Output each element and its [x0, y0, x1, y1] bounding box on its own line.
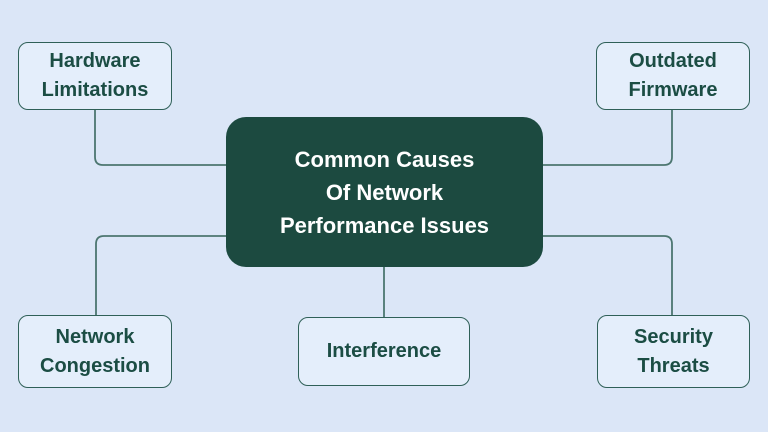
node-outdated-firmware: Outdated Firmware [596, 42, 750, 110]
node-hardware-limitations-label: Hardware Limitations [41, 50, 149, 101]
node-security-threats: Security Threats [597, 315, 750, 388]
center-node-title: Common Causes Of Network Performance Iss… [226, 117, 543, 267]
center-node-label: Common Causes Of Network Performance Iss… [279, 146, 490, 238]
edge-hardware-to-center [94, 110, 227, 166]
node-outdated-firmware-label: Outdated Firmware [628, 50, 718, 101]
node-network-congestion: Network Congestion [18, 315, 172, 388]
node-interference-label: Interference [326, 340, 442, 362]
node-interference: Interference [298, 317, 470, 386]
edge-center-to-security [542, 235, 673, 316]
node-hardware-limitations: Hardware Limitations [18, 42, 172, 110]
node-network-congestion-label: Network Congestion [40, 325, 150, 377]
node-security-threats-label: Security Threats [634, 325, 713, 377]
edge-firmware-to-center [542, 110, 673, 166]
edge-center-to-congestion [95, 235, 227, 316]
